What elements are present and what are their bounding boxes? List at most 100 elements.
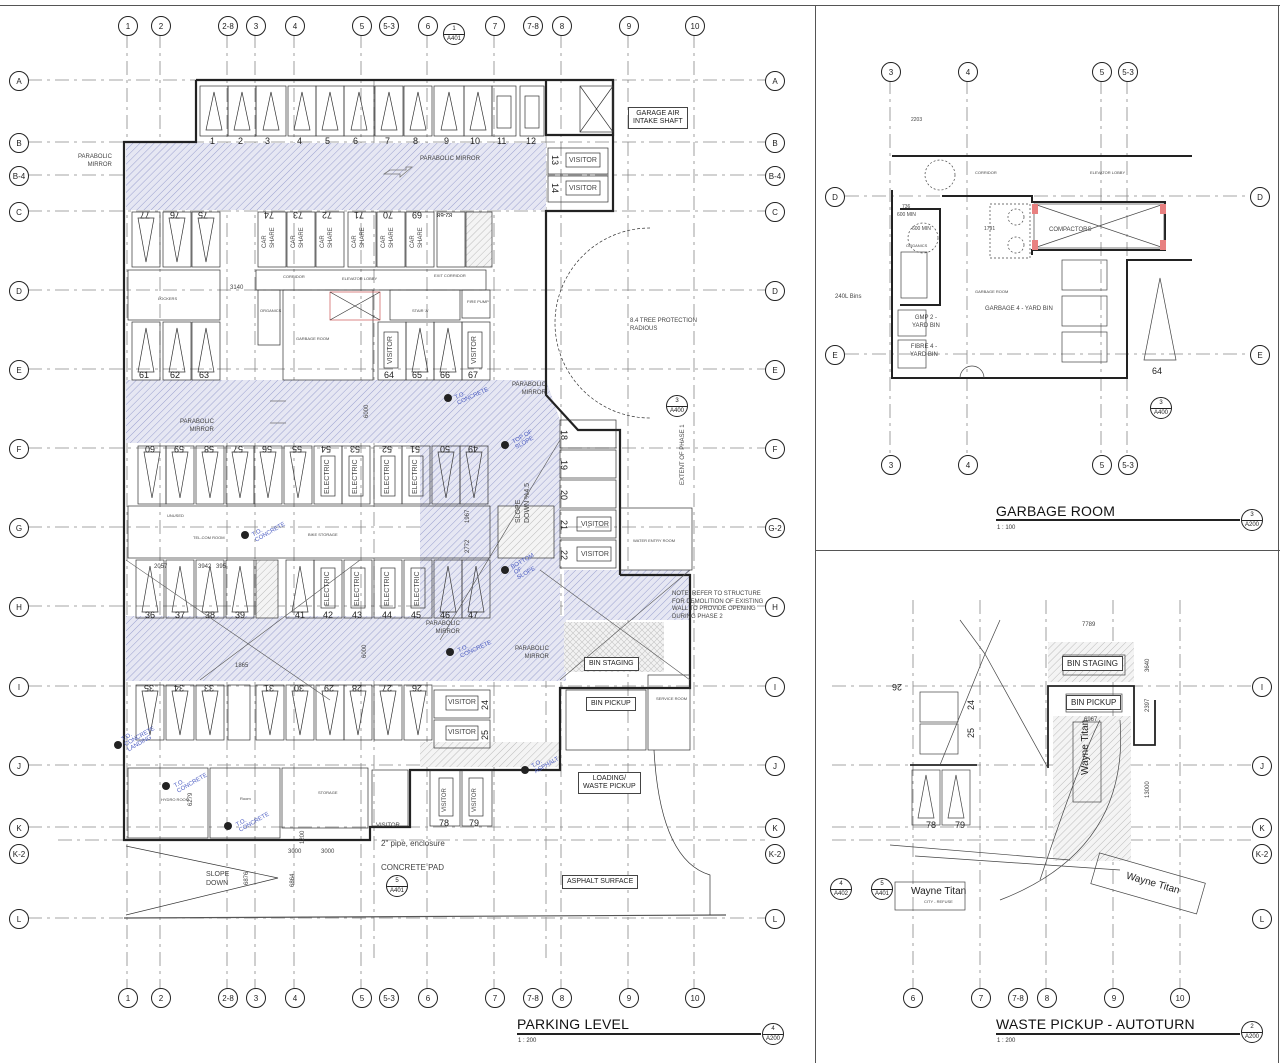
- stall-number: 41: [295, 610, 306, 620]
- stall-number: 19: [559, 459, 570, 471]
- grid-bubble: 6: [418, 16, 438, 36]
- pipe-enclosure-label: 2" pipe, enclosure: [381, 839, 445, 848]
- stall-number: 79: [469, 818, 480, 828]
- grid-bubble: 4: [958, 455, 978, 475]
- stall-number: 73: [293, 210, 304, 220]
- parabolic-mirror-note: PARABOLIC MIRROR: [515, 646, 549, 660]
- marker-number: 1: [444, 24, 464, 35]
- grid-bubble: E: [1250, 345, 1270, 365]
- dimension: 1200: [300, 830, 306, 844]
- dimension: 3942: [198, 564, 212, 570]
- view-ref-sheet: A200: [765, 1036, 780, 1042]
- grid-bubble: D: [765, 281, 785, 301]
- dimension: 1967: [465, 509, 471, 523]
- grid-bubble: B: [9, 133, 29, 153]
- grid-bubble: L: [9, 909, 29, 929]
- grid-bubble: 9: [619, 16, 639, 36]
- dimension: 1865: [235, 663, 249, 669]
- grid-bubble: K-2: [9, 844, 29, 864]
- parabolic-mirror-note: PARABOLIC MIRROR: [180, 419, 214, 433]
- visitor-label: VISITOR: [581, 551, 609, 558]
- grid-bubble: D: [1250, 187, 1270, 207]
- grid-bubble: C: [9, 202, 29, 222]
- stall-number: 77: [140, 210, 151, 220]
- grid-bubble: F: [765, 439, 785, 459]
- dimension: 2772: [465, 539, 471, 553]
- asphalt-surface-label: ASPHALT SURFACE: [562, 875, 639, 890]
- grid-bubble: 5: [1092, 455, 1112, 475]
- bin-pickup-label: BIN PICKUP: [1066, 695, 1122, 711]
- view-scale: 1 : 200: [997, 1038, 1016, 1044]
- dimension: 736: [902, 204, 911, 210]
- corridor-label: CORRIDOR: [283, 274, 305, 279]
- stall-number: 11: [497, 136, 507, 146]
- water-entry-room-label: WATER ENTRY ROOM: [633, 538, 676, 543]
- grid-bubble: 2-8: [218, 16, 238, 36]
- dimension: 600 MIN: [912, 226, 931, 232]
- stall-number: 47: [468, 610, 479, 620]
- visitor-label: VISITOR: [448, 699, 476, 706]
- grid-bubble: B-4: [9, 166, 29, 186]
- unused-label: UNUSED: [167, 513, 184, 518]
- dimension: 2203: [911, 117, 923, 123]
- grid-bubble: G-2: [765, 518, 785, 538]
- truck-label: Wayne Titan: [1080, 719, 1091, 775]
- view-ref-sheet: A200: [1244, 1034, 1259, 1040]
- stall-number: 9: [444, 136, 450, 146]
- grid-bubble: 8: [552, 16, 572, 36]
- stall-number: 72: [322, 210, 333, 220]
- stall-number: 63: [199, 370, 210, 380]
- grid-bubble: 3: [881, 455, 901, 475]
- grid-bubble: K-2: [1252, 844, 1272, 864]
- view-title-parking-level: PARKING LEVEL: [517, 1016, 630, 1032]
- stall-number: 10: [470, 136, 481, 146]
- grid-bubble: J: [9, 756, 29, 776]
- dimension: 6000: [362, 644, 368, 658]
- stall-number: 6: [353, 136, 359, 146]
- bin-staging-label: BIN STAGING: [1062, 656, 1123, 672]
- grid-bubble: 5: [1092, 62, 1112, 82]
- grid-bubble: 2: [151, 16, 171, 36]
- marker-sheet: A401: [874, 891, 889, 897]
- dimension: 3140: [230, 285, 244, 291]
- parabolic-mirror-note: PARABOLIC MIRROR: [420, 156, 480, 162]
- view-ref-number: 4: [763, 1024, 783, 1035]
- electric-label: ELECTRIC: [414, 571, 421, 606]
- grid-bubble: A: [9, 71, 29, 91]
- grid-bubble: H: [9, 597, 29, 617]
- grid-bubble: J: [1252, 756, 1272, 776]
- stall-number: 54: [321, 444, 332, 454]
- grid-bubble: A: [765, 71, 785, 91]
- view-title-waste-pickup: WASTE PICKUP - AUTOTURN: [996, 1016, 1195, 1032]
- visitor-label: VISITOR: [442, 788, 448, 812]
- slope-down-label: SLOPE DOWN: [206, 871, 230, 887]
- stall-number: 18: [559, 429, 570, 441]
- grid-bubble: 7-8: [1008, 988, 1028, 1008]
- grid-bubble: E: [825, 345, 845, 365]
- grid-bubble: 6: [903, 988, 923, 1008]
- visitor-label: VISITOR: [569, 185, 597, 192]
- stall-number: 82-68: [437, 211, 453, 217]
- dimension: 6876: [244, 871, 250, 885]
- electric-label: ELECTRIC: [412, 459, 419, 494]
- view-divider-horizontal: [815, 550, 1280, 551]
- visitor-label: VISITOR: [387, 336, 394, 364]
- grid-bubble: B-4: [765, 166, 785, 186]
- grid-bubble: C: [765, 202, 785, 222]
- stall-number: 46: [440, 610, 451, 620]
- grid-bubble: 9: [1104, 988, 1124, 1008]
- stall-number: 29: [324, 683, 335, 693]
- title-underline: [996, 1033, 1240, 1035]
- dimension: 7789: [1082, 622, 1096, 628]
- grid-bubble: 8: [552, 988, 572, 1008]
